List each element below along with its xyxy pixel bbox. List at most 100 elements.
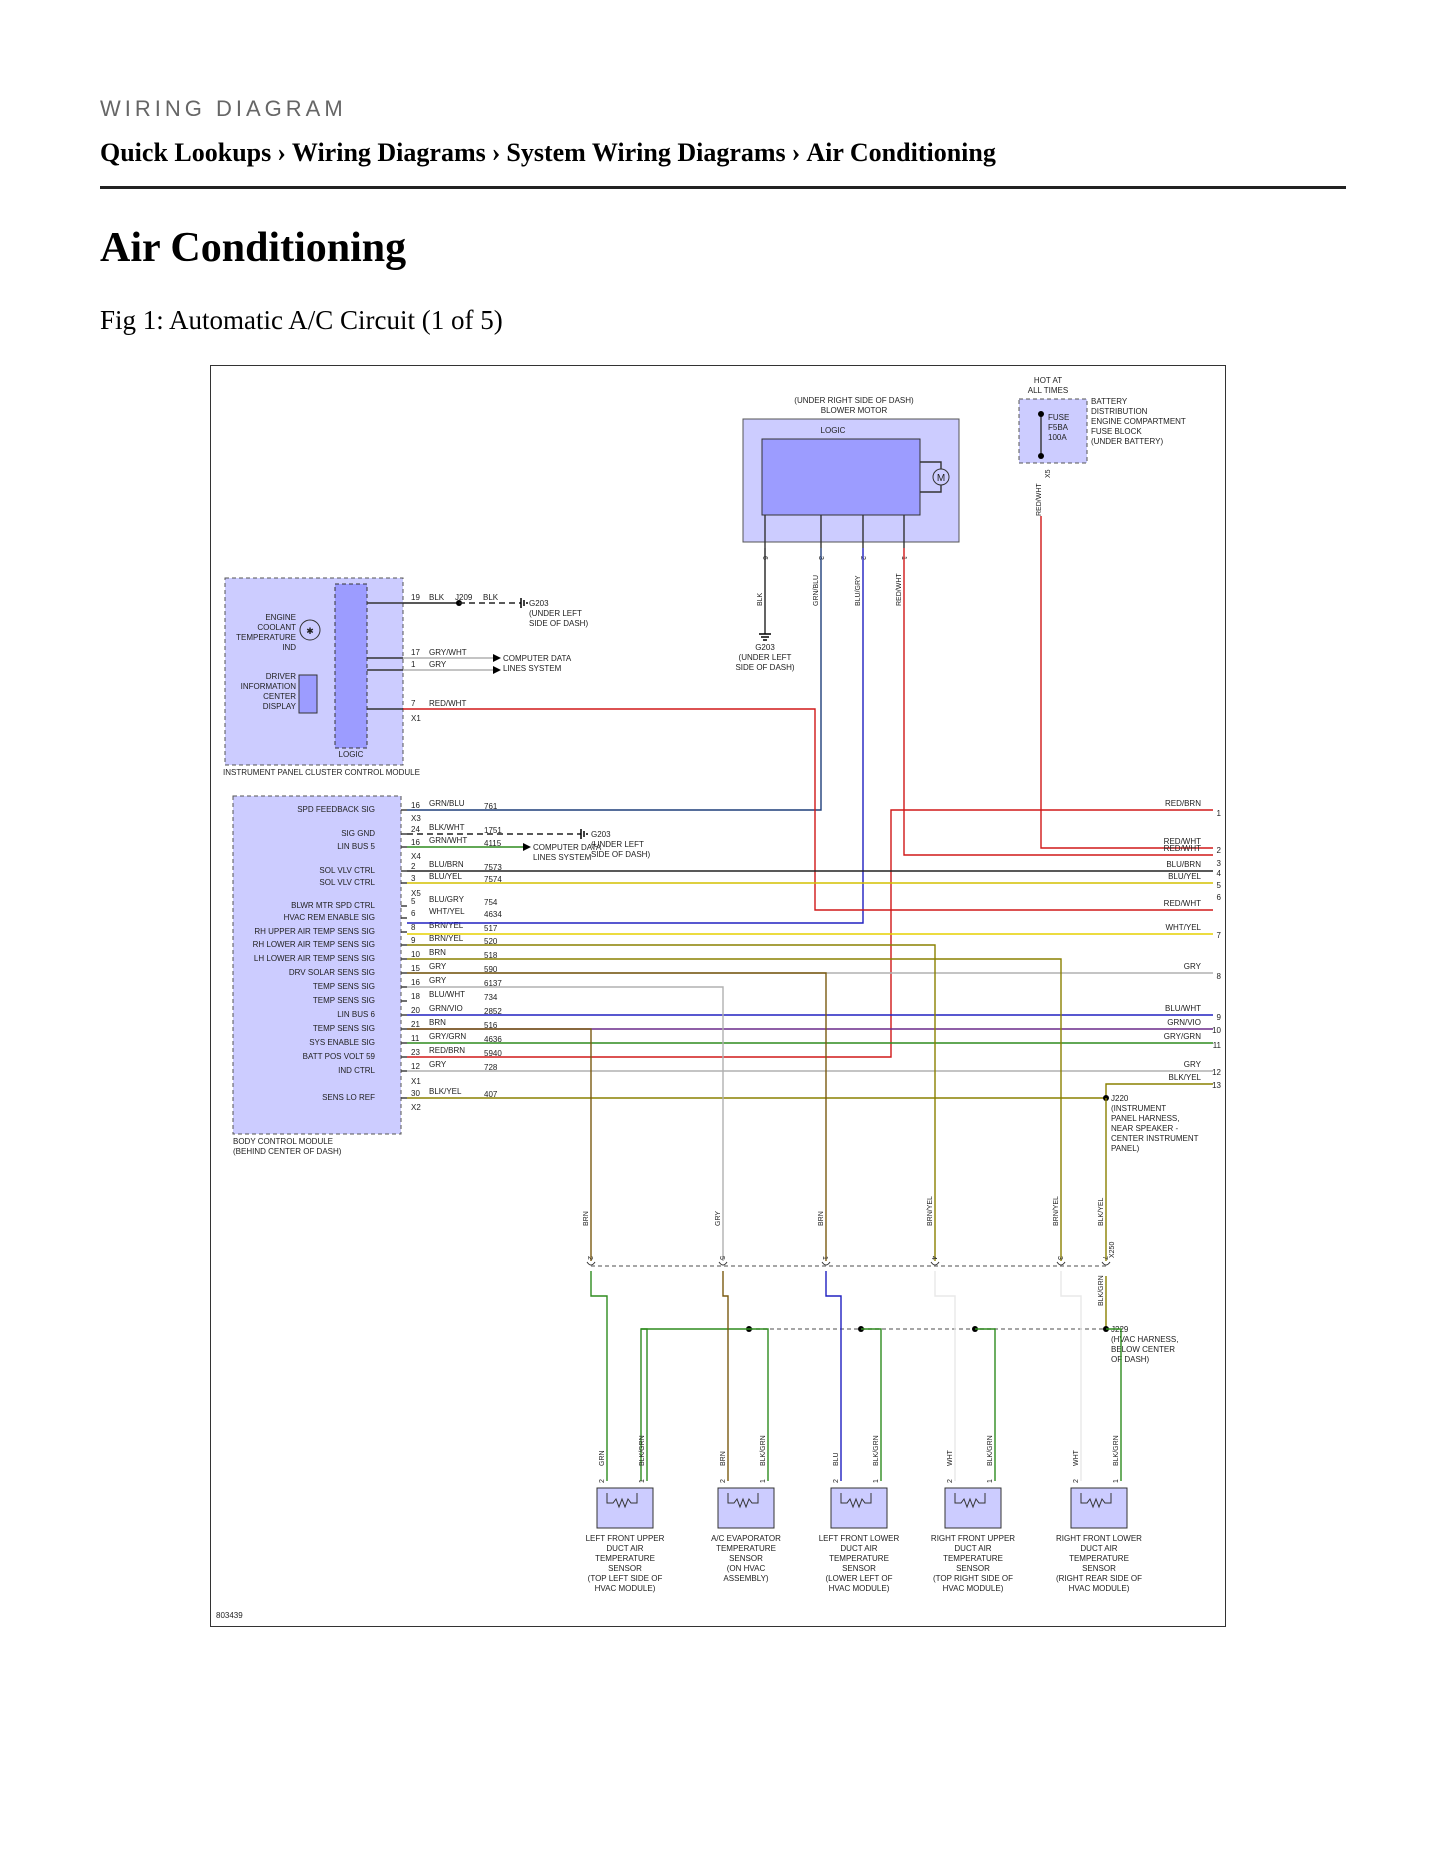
sensor-signal-color: BRN <box>720 1451 727 1466</box>
output-wire-color: WHT/YEL <box>1165 923 1201 932</box>
bcm-pin-color: RED/BRN <box>429 1046 465 1055</box>
sensor-pin-number: 1 <box>639 1479 646 1483</box>
breadcrumb-item[interactable]: Air Conditioning <box>806 138 996 167</box>
wire-blk-yel <box>1105 1083 1213 1098</box>
blower-pin-color: BLU/GRY <box>855 575 862 606</box>
sensor-signal-wire <box>825 1271 842 1481</box>
ipc-wire-color: BLK <box>483 593 499 602</box>
bcm-pin-color: BLU/WHT <box>429 990 465 999</box>
ground-symbol <box>520 598 528 608</box>
sensor-label: TEMPERATURE <box>943 1554 1003 1563</box>
ipc-module-name: INSTRUMENT PANEL CLUSTER CONTROL MODULE <box>223 768 420 777</box>
bcm-pin-color: BRN <box>429 1018 446 1027</box>
temperature-sensor-body <box>830 1487 888 1529</box>
sensor-label: TEMPERATURE <box>1069 1554 1129 1563</box>
motor-lead <box>920 485 942 493</box>
breadcrumb-item[interactable]: Wiring Diagrams <box>291 138 486 167</box>
bcm-circuit-number: 7573 <box>484 863 502 872</box>
thermistor-symbol <box>840 1493 872 1509</box>
sensor-label: TEMPERATURE <box>716 1544 776 1553</box>
output-wire-color: BLU/BRN <box>1166 860 1201 869</box>
sensor-ref-color: BLK/GRN <box>760 1435 767 1466</box>
connector-cavity <box>718 1261 728 1266</box>
hvac-pin-number: 3 <box>1056 1256 1063 1260</box>
bcm-circuit-number: 407 <box>484 1090 498 1099</box>
output-wire-number: 4 <box>1217 869 1222 878</box>
output-wire-color: BLK/YEL <box>1169 1073 1202 1082</box>
ipc-logic-block <box>334 583 368 749</box>
figure-id: 803439 <box>216 1611 243 1620</box>
bcm-circuit-number: 4636 <box>484 1035 502 1044</box>
coolant-ind-label: TEMPERATURE <box>236 633 296 642</box>
output-wire-number: 8 <box>1217 972 1222 981</box>
sensor-label: A/C EVAPORATOR <box>711 1534 781 1543</box>
sensor-pin-number: 1 <box>760 1479 767 1483</box>
wire-grn-blu <box>407 548 822 811</box>
fuse-block-description: FUSE BLOCK <box>1091 427 1142 436</box>
output-wire-number: 7 <box>1217 931 1222 940</box>
hvac-pin-number: 1 <box>821 1256 828 1260</box>
bcm-pin-number: 30 <box>411 1089 420 1098</box>
ipc-data-lines-label: COMPUTER DATA <box>503 654 572 663</box>
bcm-pin-label: SENS LO REF <box>322 1093 375 1102</box>
connector-cavity <box>1101 1261 1111 1266</box>
ipc-splice-label: J209 <box>455 593 473 602</box>
dic-display-block <box>298 674 318 714</box>
ipc-pin-color: GRY/WHT <box>429 648 467 657</box>
g203-blower-label: SIDE OF DASH) <box>735 663 794 672</box>
output-wire-color: GRY/GRN <box>1164 1032 1201 1041</box>
sensor-label: LEFT FRONT UPPER <box>586 1534 665 1543</box>
j229-feed-color: BLK/GRN <box>1098 1275 1105 1306</box>
bcm-pin-number: 24 <box>411 825 420 834</box>
hvac-pin-number: 4 <box>930 1256 937 1260</box>
bcm-g203-label: SIDE OF DASH) <box>591 850 650 859</box>
sensor-label: (TOP LEFT SIDE OF <box>588 1574 663 1583</box>
bcm-pin-label: RH LOWER AIR TEMP SENS SIG <box>253 940 375 949</box>
output-wire-color: GRY <box>1184 1060 1202 1069</box>
j229-label: (HVAC HARNESS, <box>1111 1335 1178 1344</box>
bcm-circuit-number: 734 <box>484 993 498 1002</box>
sensor-ref-wire <box>749 1328 769 1481</box>
bcm-pin-label: LIN BUS 5 <box>337 842 375 851</box>
hvac-pin-color: BRN <box>818 1211 825 1226</box>
bcm-pin-number: 6 <box>411 909 416 918</box>
bcm-pin-number: 12 <box>411 1062 420 1071</box>
output-wire-number: 10 <box>1212 1026 1221 1035</box>
output-wire-color: BLU/WHT <box>1165 1004 1201 1013</box>
sensor-signal-wire <box>934 1271 956 1481</box>
bcm-pin-number: 16 <box>411 801 420 810</box>
data-line-arrow <box>523 843 531 851</box>
fuse-label: 100A <box>1048 433 1067 442</box>
bcm-pin-number: 10 <box>411 950 420 959</box>
sensor-label: ASSEMBLY) <box>723 1574 769 1583</box>
dic-label: DISPLAY <box>263 702 297 711</box>
body-control-module <box>232 795 402 1135</box>
bcm-pin-number: 5 <box>411 897 416 906</box>
output-wire-color: RED/WHT <box>1164 844 1201 853</box>
bcm-pin-color: GRY <box>429 962 447 971</box>
breadcrumb-item[interactable]: Quick Lookups <box>100 138 272 167</box>
bcm-circuit-number: 590 <box>484 965 498 974</box>
bcm-pin-label: BLWR MTR SPD CTRL <box>291 901 375 910</box>
bcm-pin-number: 8 <box>411 923 416 932</box>
sensor-label: (ON HVAC <box>727 1564 766 1573</box>
bcm-pin-label: LH LOWER AIR TEMP SENS SIG <box>254 954 375 963</box>
bcm-connector-label: X1 <box>411 1077 421 1086</box>
bcm-circuit-number: 7574 <box>484 875 502 884</box>
connector-cavity <box>821 1261 831 1266</box>
sensor-label: (TOP RIGHT SIDE OF <box>933 1574 1013 1583</box>
g203-blower-label: (UNDER LEFT <box>739 653 792 662</box>
breadcrumb-separator: › <box>791 138 801 167</box>
j220-label: CENTER INSTRUMENT <box>1111 1134 1199 1143</box>
bcm-circuit-number: 5940 <box>484 1049 502 1058</box>
fuse-block-description: BATTERY <box>1091 397 1128 406</box>
output-wire-number: 9 <box>1217 1013 1222 1022</box>
wire-blu-gry <box>407 548 864 924</box>
wire-red-wht <box>903 548 1213 856</box>
breadcrumb-item[interactable]: System Wiring Diagrams <box>506 138 786 167</box>
sensor-label: DUCT AIR <box>606 1544 643 1553</box>
ipc-pin-number: 7 <box>411 699 416 708</box>
fuse-wire-color: RED/WHT <box>1036 483 1043 516</box>
sensor-pin-number: 1 <box>987 1479 994 1483</box>
bcm-pin-number: 9 <box>411 936 416 945</box>
